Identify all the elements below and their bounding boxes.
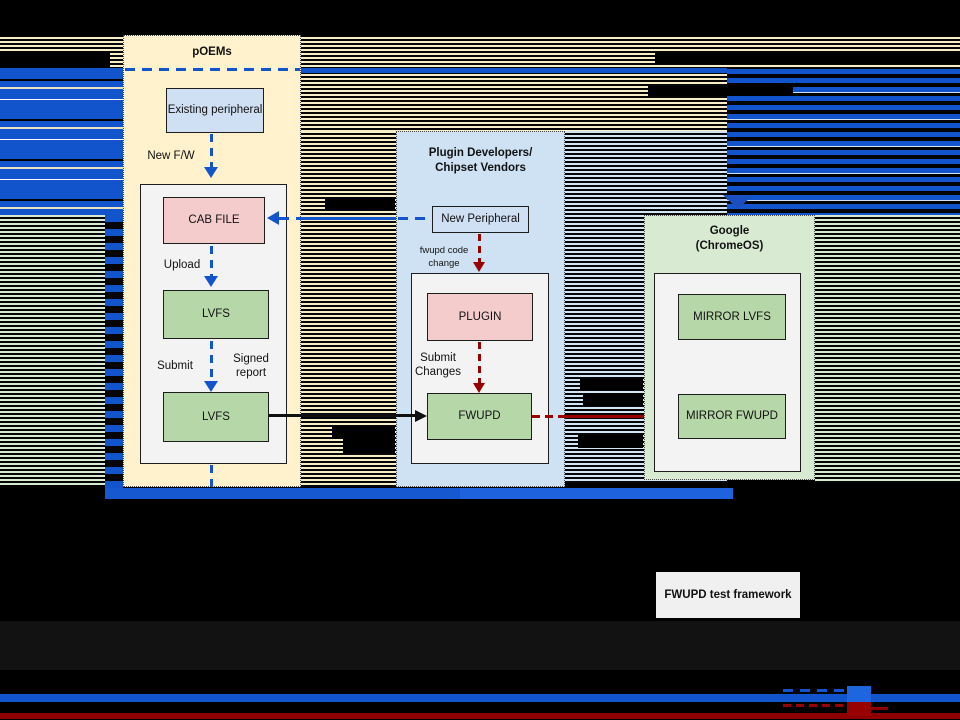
poems-exit-dash bbox=[210, 465, 213, 487]
plugin-node: PLUGIN bbox=[427, 293, 533, 341]
plugin-devs-title-line2: Chipset Vendors bbox=[435, 161, 526, 174]
google-title-line1: Google bbox=[709, 225, 750, 237]
new-fw-arrowhead bbox=[204, 167, 218, 178]
submit-arrow-line bbox=[210, 341, 213, 381]
redacted-text-blob bbox=[655, 53, 960, 64]
submit-changes-arrow-line bbox=[478, 342, 481, 383]
glitch-stripes-blue-column bbox=[105, 215, 123, 492]
fwupd-node: FWUPD bbox=[427, 393, 532, 440]
cab-arrow-glitch-solid bbox=[301, 217, 396, 220]
submit-label: Submit bbox=[157, 360, 193, 372]
redacted-text-blob bbox=[325, 197, 395, 210]
code-change-arrowhead bbox=[473, 262, 485, 272]
poems-dashed-divider bbox=[125, 68, 300, 71]
code-change-arrow-line bbox=[478, 234, 481, 262]
mirror-lvfs-node: MIRROR LVFS bbox=[678, 294, 786, 340]
redacted-text-blob bbox=[583, 393, 643, 406]
redacted-text-blob bbox=[332, 426, 395, 439]
legend-blue-swatch bbox=[847, 686, 871, 703]
redacted-text-blob bbox=[648, 86, 793, 96]
upload-label: Upload bbox=[163, 259, 201, 271]
legend-black-streak bbox=[888, 707, 914, 713]
submit-arrowhead bbox=[204, 381, 218, 392]
legend-red-dashed-line bbox=[783, 704, 845, 707]
glitch-stripes-green-right bbox=[815, 215, 960, 483]
fwupd-mirror-glitch-solid bbox=[566, 415, 643, 418]
redacted-text-blob bbox=[343, 439, 395, 453]
glitch-blue-line bbox=[301, 68, 727, 73]
legend-red-swatch bbox=[847, 702, 871, 716]
new-fw-arrow-line bbox=[210, 134, 213, 168]
glitch-bottom-blue-band bbox=[105, 488, 733, 499]
upload-arrowhead bbox=[204, 276, 218, 287]
existing-peripheral-node: Existing peripheral bbox=[166, 88, 264, 133]
new-fw-label: New F/W bbox=[147, 150, 195, 162]
plugin-devs-title: Plugin Developers/ Chipset Vendors bbox=[396, 146, 565, 176]
glitch-black-patch bbox=[0, 51, 110, 68]
cab-file-node: CAB FILE bbox=[163, 197, 265, 244]
plugin-devs-title-line1: Plugin Developers/ bbox=[428, 147, 533, 159]
lvfs-upload-node: LVFS bbox=[163, 290, 269, 339]
legend-blue-dashed-line bbox=[783, 689, 845, 692]
google-title-line2: (ChromeOS) bbox=[695, 239, 764, 252]
lvfs-to-fwupd-arrow-line bbox=[269, 414, 417, 417]
glitch-bottom-blue-band-bright bbox=[460, 488, 733, 499]
redacted-text-blob bbox=[578, 435, 643, 448]
upload-arrow-line bbox=[210, 246, 213, 276]
glitch-dark-panel bbox=[0, 621, 960, 670]
cab-arrowhead bbox=[267, 211, 279, 225]
glitch-stripes-green-left bbox=[0, 215, 105, 485]
lvfs-submit-node: LVFS bbox=[163, 392, 269, 442]
lvfs-to-fwupd-arrowhead bbox=[415, 410, 427, 422]
google-title: Google (ChromeOS) bbox=[644, 224, 815, 254]
signed-report-label: Signed report bbox=[233, 353, 269, 379]
poems-title: pOEMs bbox=[192, 46, 232, 58]
fwupd-code-change-label: fwupd code change bbox=[419, 245, 469, 269]
legend-red-tail bbox=[871, 707, 888, 710]
glitch-blue-left bbox=[0, 68, 123, 215]
submit-changes-label: Submit Changes bbox=[414, 352, 462, 378]
redacted-text-blob bbox=[580, 379, 643, 390]
submit-changes-arrowhead bbox=[473, 383, 485, 393]
glitch-stripes-mid bbox=[300, 70, 727, 131]
mirror-fwupd-node: MIRROR FWUPD bbox=[678, 394, 786, 439]
new-peripheral-node: New Peripheral bbox=[432, 206, 529, 233]
test-framework-node: FWUPD test framework bbox=[656, 572, 800, 618]
glitch-blue-arrowhead bbox=[723, 195, 753, 209]
glitch-red-band bbox=[0, 713, 960, 719]
glitch-blue-band bbox=[0, 694, 960, 702]
